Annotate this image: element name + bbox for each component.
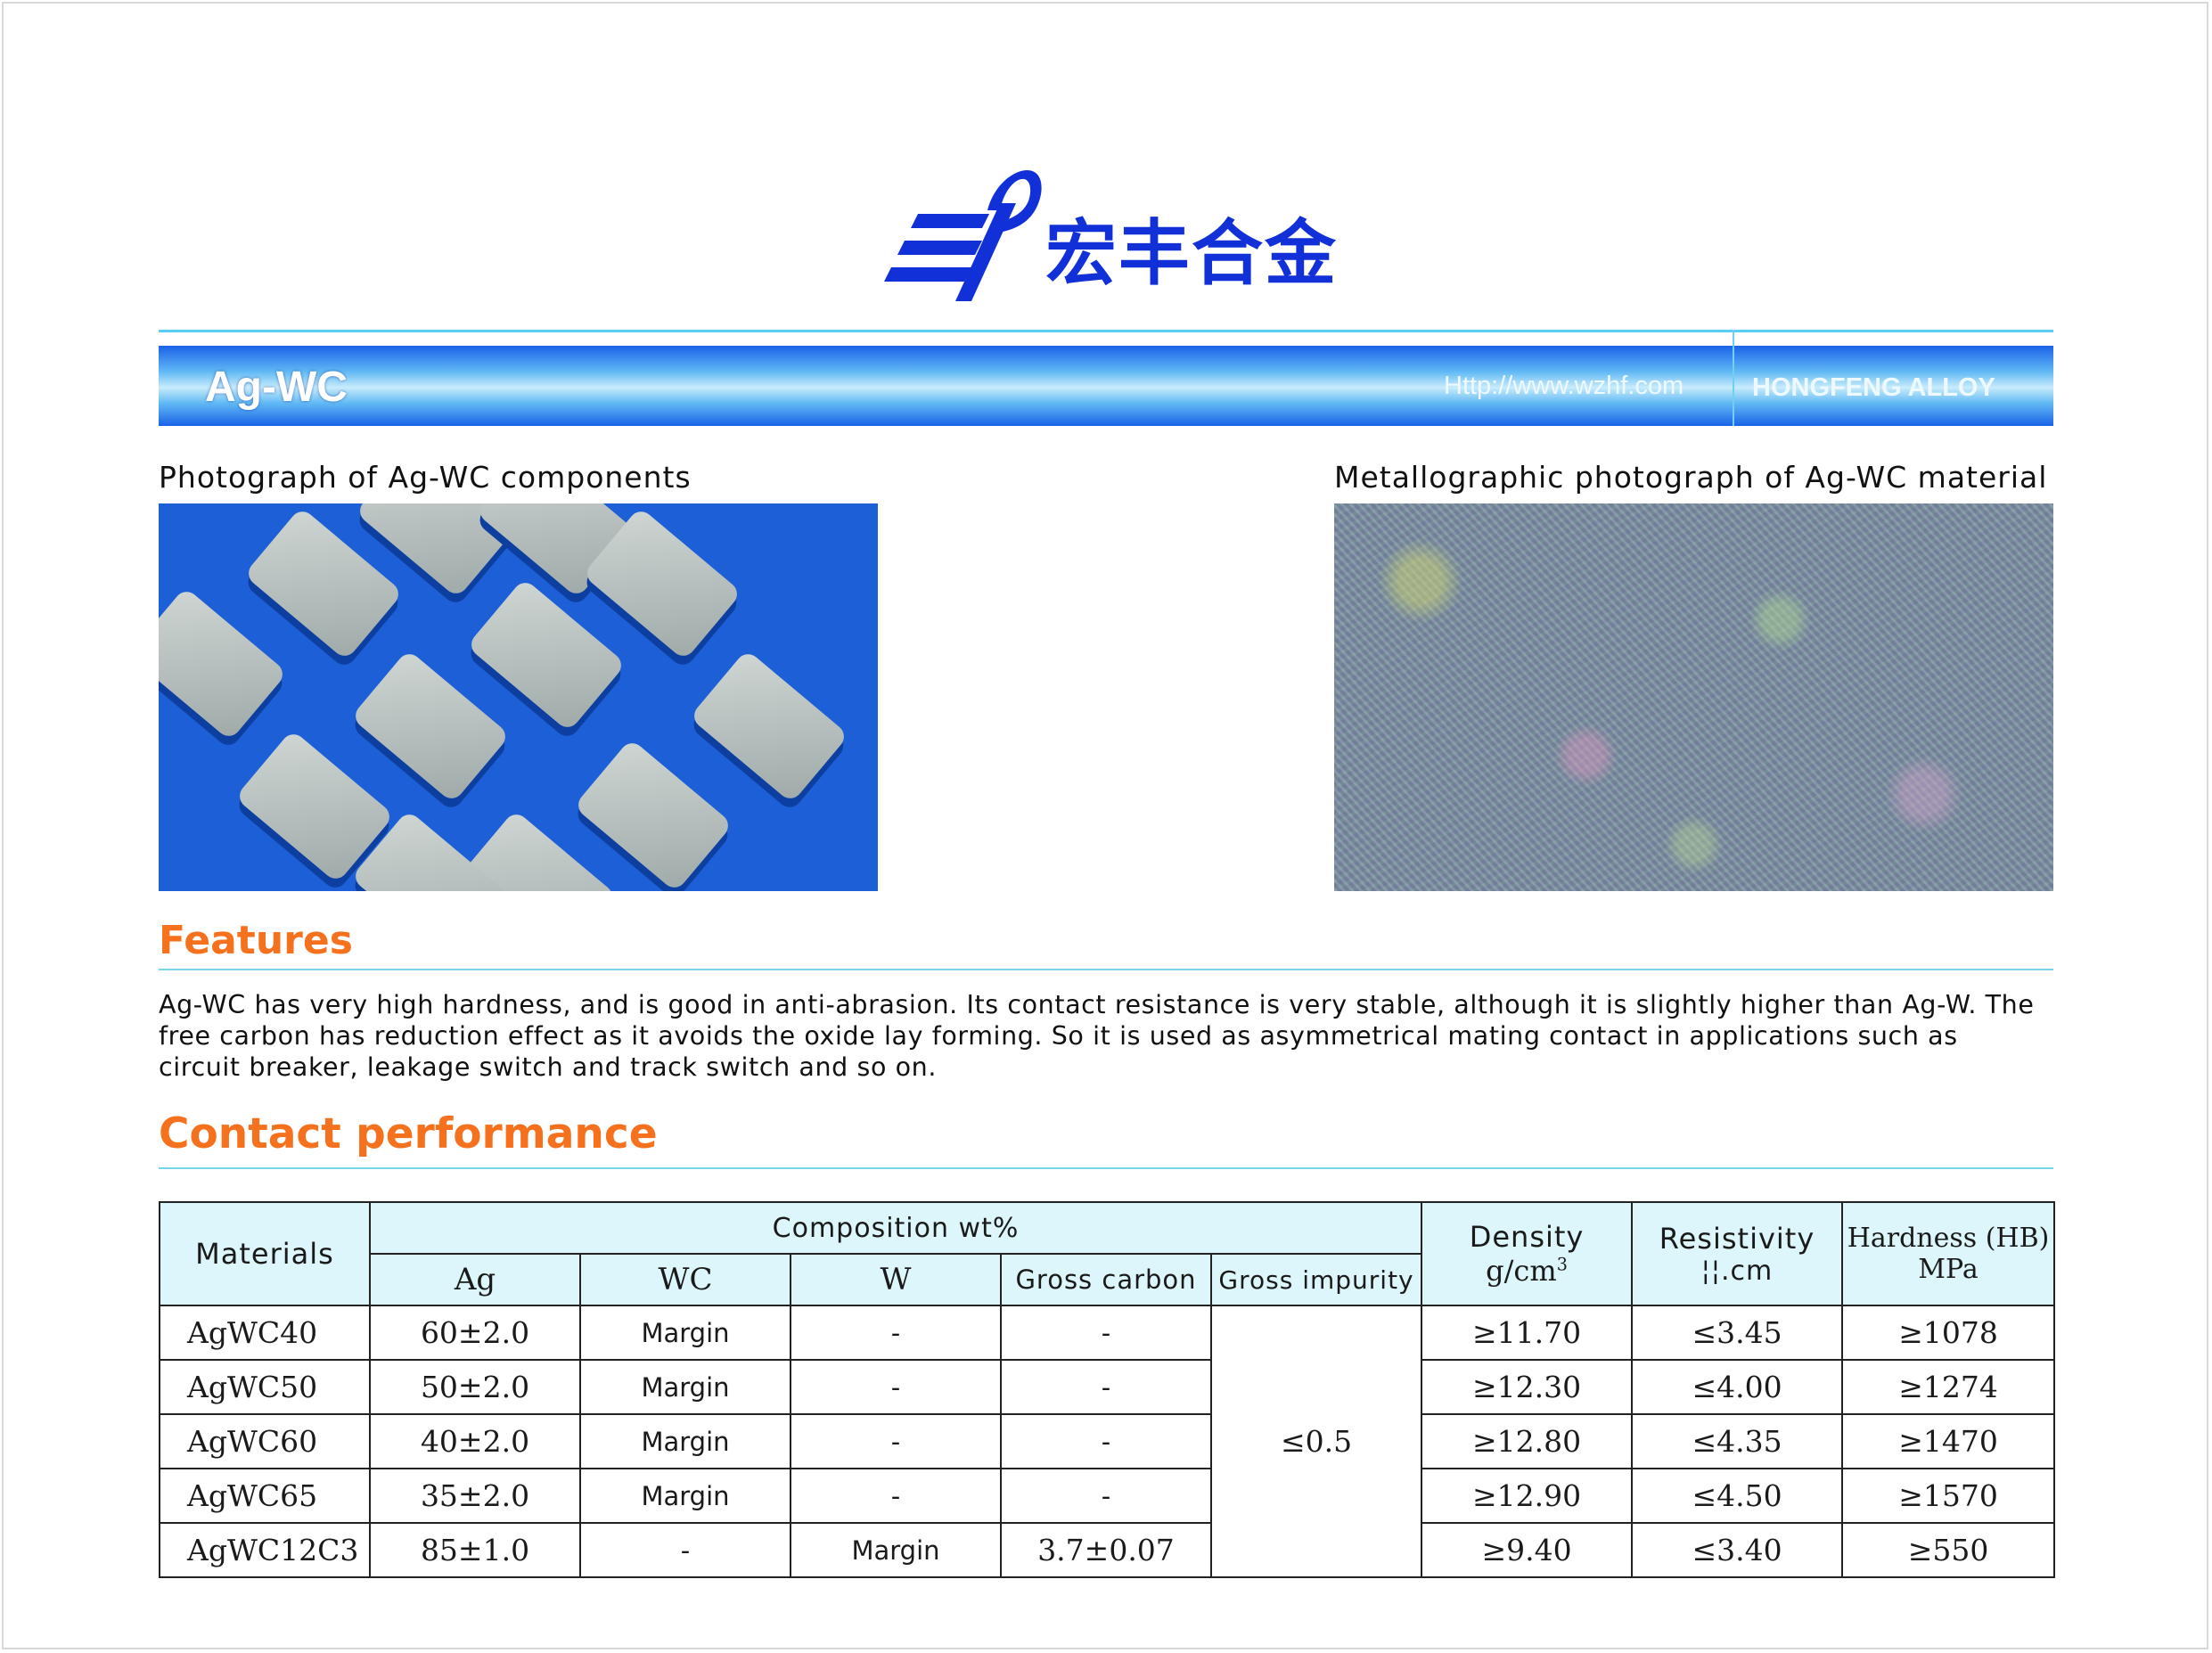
ag-cell: 40±2.0: [369, 1413, 581, 1469]
header-density-unit: g/cm3: [1486, 1254, 1568, 1288]
table-row: AgWC40 60±2.0 Margin - - ≤0.5 ≥11.70 ≤3.…: [159, 1305, 2056, 1578]
resistivity-cell: ≤3.45: [1631, 1305, 1844, 1361]
carbon-cell: 3.7±0.07: [1000, 1522, 1212, 1578]
header-density: Density g/cm3: [1421, 1201, 1634, 1306]
hardness-cell: ≥1078: [1841, 1305, 2056, 1361]
header-composition: Composition wt%: [368, 1201, 1423, 1255]
contact-tip: [466, 577, 627, 732]
carbon-cell: -: [1000, 1305, 1212, 1361]
w-cell: -: [790, 1359, 1002, 1415]
header-gross-carbon: Gross carbon: [1000, 1253, 1212, 1306]
contact-tip: [159, 586, 288, 741]
carbon-cell: -: [1000, 1413, 1212, 1469]
resistivity-cell: ≤4.35: [1631, 1413, 1844, 1469]
header-wc: WC: [579, 1253, 791, 1306]
wc-cell: Margin: [579, 1413, 791, 1469]
resistivity-cell: ≤3.40: [1631, 1522, 1844, 1578]
header-resistivity-unit: ¦¦.cm: [1700, 1255, 1774, 1287]
w-cell: -: [790, 1413, 1002, 1469]
contact-tip: [689, 649, 849, 804]
hardness-cell: ≥550: [1841, 1522, 2056, 1578]
hardness-cell: ≥1470: [1841, 1413, 2056, 1469]
header-hardness: Hardness (HB) MPa: [1841, 1201, 2056, 1306]
table-row: AgWC60 40±2.0 Margin - - ≥12.80 ≤4.35 ≥1…: [159, 1413, 2056, 1469]
hardness-cell: ≥1570: [1841, 1468, 2056, 1524]
header-gross-impurity: Gross impurity: [1209, 1253, 1423, 1306]
banner-divider: [1733, 330, 1734, 426]
density-cell: ≥9.40: [1421, 1522, 1634, 1578]
logo-text: 宏丰合金: [1045, 212, 1338, 295]
density-cell: ≥12.30: [1421, 1359, 1634, 1415]
contact-performance-table: Materials Composition wt% Density g/cm3 …: [159, 1201, 2056, 1578]
title-banner: [159, 346, 2053, 426]
brand-name: HONGFENG ALLOY: [1752, 373, 1995, 402]
material-cell: AgWC50: [159, 1359, 371, 1415]
header-hardness-unit: MPa: [1918, 1254, 1979, 1285]
wc-cell: Margin: [579, 1359, 791, 1415]
material-cell: AgWC12C3: [159, 1522, 371, 1578]
density-cell: ≥12.90: [1421, 1468, 1634, 1524]
ag-cell: 50±2.0: [369, 1359, 581, 1415]
density-cell: ≥12.80: [1421, 1413, 1634, 1469]
wc-cell: Margin: [579, 1468, 791, 1524]
features-rule: [159, 969, 2053, 970]
metallographic-photo-caption: Metallographic photograph of Ag-WC mater…: [1334, 460, 2048, 495]
features-heading: Features: [159, 918, 353, 963]
performance-rule: [159, 1167, 2053, 1169]
table-row: AgWC50 50±2.0 Margin - - ≥12.30 ≤4.00 ≥1…: [159, 1359, 2056, 1415]
density-unit-base: g/cm: [1486, 1254, 1557, 1288]
ag-cell: 60±2.0: [369, 1305, 581, 1361]
components-photo-caption: Photograph of Ag-WC components: [159, 460, 692, 495]
contact-performance-heading: Contact performance: [159, 1109, 658, 1158]
header-density-label: Density: [1469, 1220, 1585, 1254]
header-ag: Ag: [369, 1253, 581, 1306]
w-cell: -: [790, 1305, 1002, 1361]
components-photo: [159, 503, 878, 891]
ag-cell: 85±1.0: [369, 1522, 581, 1578]
metallographic-photo: [1334, 503, 2053, 891]
product-title: Ag-WC: [205, 364, 348, 411]
material-cell: AgWC60: [159, 1413, 371, 1469]
wc-cell: -: [579, 1522, 791, 1578]
header-hardness-label: Hardness (HB): [1847, 1223, 2050, 1254]
contact-tip: [350, 649, 511, 804]
hongfeng-logo-icon: [884, 170, 1042, 301]
features-description: Ag-WC has very high hardness, and is goo…: [159, 990, 2035, 1082]
banner-top-rule: [159, 330, 2053, 332]
material-cell: AgWC65: [159, 1468, 371, 1524]
wc-cell: Margin: [579, 1305, 791, 1361]
table-row: AgWC65 35±2.0 Margin - - ≥12.90 ≤4.50 ≥1…: [159, 1468, 2056, 1524]
header-resistivity-label: Resistivity: [1659, 1221, 1815, 1256]
carbon-cell: -: [1000, 1468, 1212, 1524]
header-resistivity: Resistivity ¦¦.cm: [1631, 1201, 1844, 1306]
resistivity-cell: ≤4.50: [1631, 1468, 1844, 1524]
table-row: AgWC12C3 85±1.0 - Margin 3.7±0.07 ≥9.40 …: [159, 1522, 2056, 1578]
website-url[interactable]: Http://www.wzhf.com: [1444, 372, 1684, 400]
w-cell: Margin: [790, 1522, 1002, 1578]
contact-tip: [573, 738, 733, 891]
density-cell: ≥11.70: [1421, 1305, 1634, 1361]
header-materials: Materials: [159, 1201, 371, 1306]
impurity-cell: ≤0.5: [1209, 1305, 1423, 1578]
header-w: W: [790, 1253, 1002, 1306]
density-unit-exponent: 3: [1556, 1254, 1568, 1275]
ag-cell: 35±2.0: [369, 1468, 581, 1524]
brand-logo: 宏丰合金: [882, 159, 1336, 310]
hardness-cell: ≥1274: [1841, 1359, 2056, 1415]
w-cell: -: [790, 1468, 1002, 1524]
resistivity-cell: ≤4.00: [1631, 1359, 1844, 1415]
carbon-cell: -: [1000, 1359, 1212, 1415]
material-cell: AgWC40: [159, 1305, 371, 1361]
